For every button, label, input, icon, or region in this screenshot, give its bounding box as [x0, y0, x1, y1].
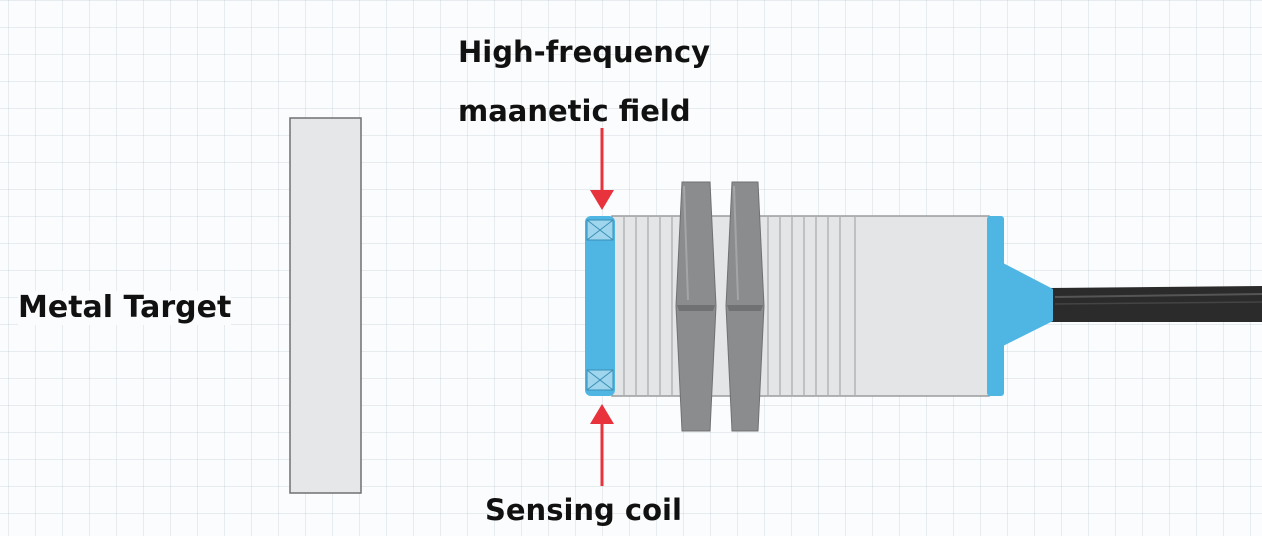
sensing-coil-label: Sensing coil — [485, 493, 682, 527]
sensor-body — [611, 215, 990, 397]
sensor-thread-lines — [623, 217, 856, 395]
mounting-nut-1 — [675, 181, 717, 432]
mounting-nut-2 — [725, 181, 765, 432]
magnetic-field-label-line2: maanetic field — [458, 94, 691, 128]
sensing-coil-housing — [585, 216, 615, 396]
cable-strain-relief — [1003, 263, 1053, 346]
sensing-coil-arrow — [590, 404, 614, 486]
magnetic-field-arrow — [590, 128, 614, 210]
magnetic-field-label-line1: High-frequency — [458, 35, 711, 69]
sensor-rear-cap — [987, 216, 1004, 396]
sensor-cable — [1050, 286, 1262, 322]
metal-target-plate — [289, 117, 362, 494]
metal-target-label: Metal Target — [18, 290, 232, 325]
